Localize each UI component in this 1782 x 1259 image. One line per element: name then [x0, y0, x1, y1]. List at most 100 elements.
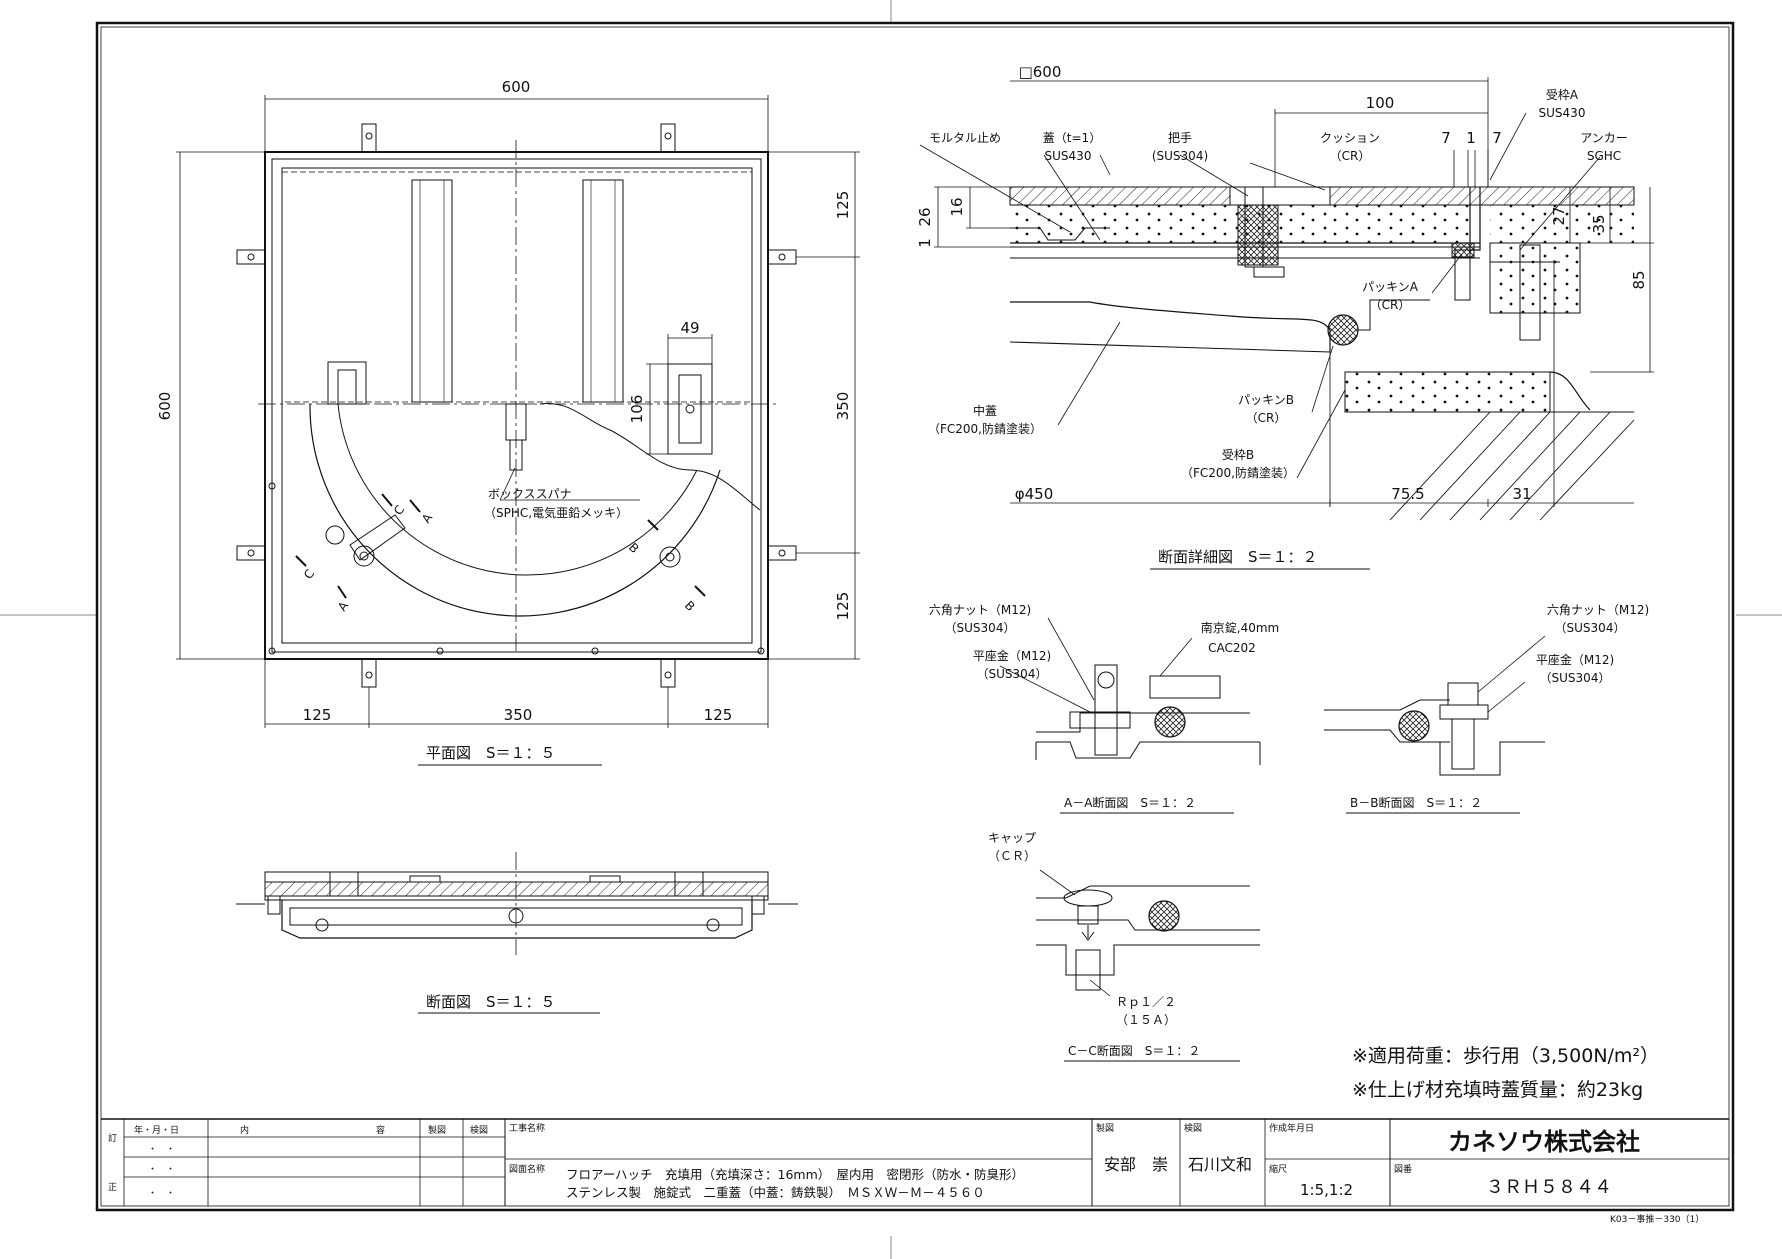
tb-company: カネソウ株式会社 [1448, 1128, 1640, 1156]
detail-dim-85: 85 [1630, 270, 1648, 289]
tb-rev-label2: 正 [108, 1183, 117, 1193]
detail-label-frame-b: 受枠B [1222, 448, 1254, 462]
detail-label-inner-lid: 中蓋 [973, 403, 997, 418]
detail-label-frame-a: 受枠A [1546, 88, 1579, 102]
tb-col-content1: 内 [240, 1124, 249, 1136]
tb-number-label: 図番 [1394, 1163, 1412, 1175]
detail-dim-square: □600 [1019, 63, 1062, 81]
plan-dim-handle-w: 49 [680, 319, 699, 337]
plan-marker-a2: A [335, 598, 352, 613]
aa-caption: A－A断面図 S＝１：２ [1060, 795, 1234, 814]
bb-label-washer-mat: （SUS304） [1540, 671, 1611, 685]
tb-drawing-name-label: 図面名称 [509, 1163, 545, 1175]
plan-dim-handle-h: 106 [628, 395, 646, 424]
tb-scale: 1:5,1:2 [1300, 1181, 1353, 1199]
plan-dimension-labels: 600 600 125 350 125 125 350 125 49 106 [156, 78, 852, 724]
aa-label-nut-mat: （SUS304） [945, 621, 1016, 635]
title-block-text: 訂 正 年・月・日 内 容 製図 検図 ・ ・ ・ ・ ・ ・ 工事名称 図面名… [108, 1122, 1412, 1199]
detail-label-lid: 蓋（t=1） [1043, 131, 1101, 145]
detail-dim-35: 35 [1590, 214, 1608, 233]
tb-drawing-name-line2: ステンレス製 施錠式 二重蓋（中蓋：鋳鉄製） ＭＳＸＷ－Ｍ－４５６０ [566, 1185, 985, 1200]
detail-dim-31: 31 [1512, 485, 1531, 503]
detail-dim-1: 1 [1466, 129, 1476, 147]
cc-caption: C－C断面図 S＝１：２ [1064, 1043, 1240, 1062]
plan-dim-top: 600 [502, 78, 531, 96]
tb-form-code: K03－事推－330（1） [1610, 1213, 1704, 1225]
tb-dot-row-3: ・ ・ [148, 1189, 175, 1199]
plan-dim-bottom-right: 125 [704, 706, 733, 724]
detail-label-packing-b: パッキンB [1238, 393, 1294, 407]
bb-caption: B－B断面図 S＝１：２ [1346, 795, 1520, 814]
title-block [101, 1118, 1729, 1206]
detail-label-mortar: モルタル止め [929, 131, 1001, 145]
detail-dim-16: 16 [948, 197, 966, 216]
cc-labels: キャップ （ＣＲ） Ｒｐ１／２ （１５Ａ） [988, 831, 1176, 1027]
tb-col-date: 年・月・日 [134, 1124, 179, 1136]
notes: ※適用荷重：歩行用（3,500N/m²） ※仕上げ材充填時蓋質量：約23kg [1352, 1045, 1659, 1101]
aa-caption-text: A－A断面図 S＝１：２ [1064, 795, 1196, 810]
cc-label-cap: キャップ [988, 831, 1036, 845]
aa-label-lock-mat: CAC202 [1208, 641, 1256, 655]
detail-dim-26: 26 [916, 207, 934, 226]
cc-label-rp: Ｒｐ１／２ [1116, 995, 1176, 1009]
detail-dim-phi450: φ450 [1015, 485, 1054, 503]
tb-dot-row-1: ・ ・ [148, 1145, 175, 1155]
section-caption-text: 断面図 S＝１：５ [426, 993, 556, 1011]
plan-dim-right-bottom: 125 [834, 592, 852, 621]
detail-dim-100: 100 [1366, 94, 1395, 112]
tb-dot-row-2: ・ ・ [148, 1165, 175, 1175]
detail-label-anchor: アンカー [1580, 131, 1628, 145]
note-load: ※適用荷重：歩行用（3,500N/m²） [1352, 1045, 1659, 1067]
plan-dim-left: 600 [156, 392, 174, 421]
tb-col-checked: 検図 [470, 1124, 488, 1136]
detail-dimension-labels: □600 100 7 1 7 26 16 1 27 35 85 φ450 75.… [916, 63, 1648, 503]
detail-label-cushion: クッション [1320, 131, 1380, 145]
detail-label-packing-a-mat: （CR） [1370, 298, 1411, 312]
detail-label-handle: 把手 [1168, 131, 1192, 145]
tb-drawing-name-line1: フロアーハッチ 充填用（充填深さ：16mm） 屋内用 密閉形（防水・防臭形） [566, 1167, 1024, 1182]
bb-label-nut-mat: （SUS304） [1555, 621, 1626, 635]
bb-label-nut: 六角ナット（M12) [1547, 603, 1649, 617]
plan-caption: 平面図 S＝１：５ [418, 744, 602, 766]
bb-section [1324, 635, 1546, 776]
tb-col-content2: 容 [376, 1124, 385, 1136]
aa-label-washer-mat: （SUS304） [977, 667, 1048, 681]
detail-label-cushion-mat: （CR） [1330, 149, 1371, 163]
bb-labels: 六角ナット（M12) （SUS304） 平座金（M12) （SUS304） [1536, 603, 1649, 685]
detail-dim-27: 27 [1550, 206, 1568, 225]
plan-marker-b1: B [626, 540, 642, 556]
detail-dim-7a: 7 [1441, 129, 1451, 147]
detail-label-handle-mat: (SUS304) [1152, 149, 1208, 163]
plan-labels: ボックススパナ （SPHC,電気亜鉛メッキ） A C C A B B [301, 487, 698, 614]
aa-label-lock: 南京錠,40mm [1201, 620, 1279, 635]
tb-project-label: 工事名称 [509, 1122, 545, 1134]
sheet-border [95, 21, 1735, 1212]
detail-dim-1b: 1 [916, 238, 934, 248]
detail-label-inner-lid-mat: （FC200,防錆塗装） [928, 421, 1042, 436]
detail-label-packing-b-mat: （CR） [1246, 411, 1287, 425]
bb-label-washer: 平座金（M12) [1536, 652, 1614, 667]
tb-rev-label: 訂 [108, 1132, 117, 1144]
bb-caption-text: B－B断面図 S＝１：２ [1350, 795, 1482, 810]
tb-drafter-label: 製図 [1096, 1122, 1114, 1134]
plan-label-box-spanner: ボックススパナ [488, 487, 572, 501]
tb-col-drawn: 製図 [428, 1124, 446, 1136]
plan-caption-text: 平面図 S＝１：５ [426, 744, 556, 762]
detail-caption: 断面詳細図 S＝１：２ [1150, 548, 1370, 570]
section-view [236, 852, 798, 955]
tb-date-label: 作成年月日 [1269, 1122, 1314, 1134]
cc-label-rp2: （１５Ａ） [1116, 1013, 1176, 1027]
detail-dim-755: 75.5 [1391, 485, 1424, 503]
note-mass: ※仕上げ材充填時蓋質量：約23kg [1352, 1079, 1643, 1101]
detail-label-frame-a-mat: SUS430 [1539, 106, 1586, 120]
detail-label-lid-mat: SUS430 [1045, 149, 1092, 163]
detail-label-frame-b-mat: （FC200,防錆塗装） [1181, 465, 1295, 480]
plan-view [176, 95, 860, 728]
detail-caption-text: 断面詳細図 S＝１：２ [1158, 548, 1318, 566]
tb-scale-label: 縮尺 [1269, 1163, 1287, 1175]
cc-label-cap-mat: （ＣＲ） [988, 849, 1036, 863]
detail-dim-7b: 7 [1492, 129, 1502, 147]
detail-section [919, 77, 1654, 521]
